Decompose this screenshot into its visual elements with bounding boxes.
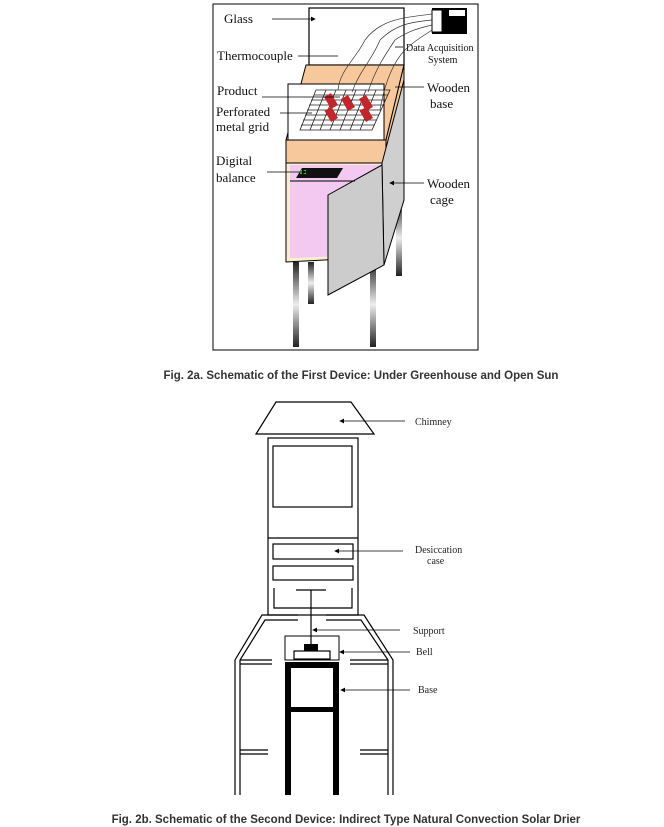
desiccation-case-tray-1 <box>272 543 354 560</box>
label-base-1: Wooden <box>427 80 470 95</box>
label-thermocouple: Thermocouple <box>217 48 293 63</box>
label-base: Base <box>418 685 438 696</box>
figure-a-schematic: Glass Thermocouple Product Perforated me… <box>212 3 479 351</box>
base-stand <box>285 644 339 795</box>
label-balance-2: balance <box>216 170 256 185</box>
label-pointers <box>262 16 424 186</box>
bell <box>293 650 331 660</box>
thermocouple-wires <box>337 13 433 111</box>
wooden-cage <box>285 79 405 296</box>
figure-b-pointers <box>312 418 410 693</box>
label-base-2: base <box>430 96 453 111</box>
data-acquisition-icon <box>431 8 467 34</box>
chimney <box>254 401 376 435</box>
table-legs <box>293 200 402 347</box>
label-grid-2: metal grid <box>216 119 270 134</box>
label-support: Support <box>413 626 445 637</box>
label-daq-1: Data Acquisition <box>406 43 474 54</box>
figure-b-schematic <box>234 401 394 795</box>
figure-b-caption: Fig. 2b. Schematic of the Second Device:… <box>112 814 581 826</box>
label-balance-1: Digital <box>216 153 252 168</box>
label-cage-1: Wooden <box>427 176 470 191</box>
label-product: Product <box>217 83 258 98</box>
label-cage-2: cage <box>430 192 454 207</box>
glass-cover <box>308 7 405 66</box>
label-daq-2: System <box>428 55 458 66</box>
label-desiccation-1: Desiccation <box>415 545 462 556</box>
label-glass: Glass <box>224 11 253 26</box>
label-chimney: Chimney <box>415 417 452 428</box>
desiccation-case-tray-2 <box>272 565 354 581</box>
lower-chamber-left <box>234 614 298 795</box>
label-desiccation-2: case <box>427 556 445 567</box>
label-grid-1: Perforated <box>216 104 271 119</box>
label-bell: Bell <box>416 647 433 658</box>
lower-chamber-right <box>326 614 394 795</box>
figure-a-caption: Fig. 2a. Schematic of the First Device: … <box>164 370 559 382</box>
drier-body <box>267 437 359 616</box>
collector-window <box>272 445 353 508</box>
